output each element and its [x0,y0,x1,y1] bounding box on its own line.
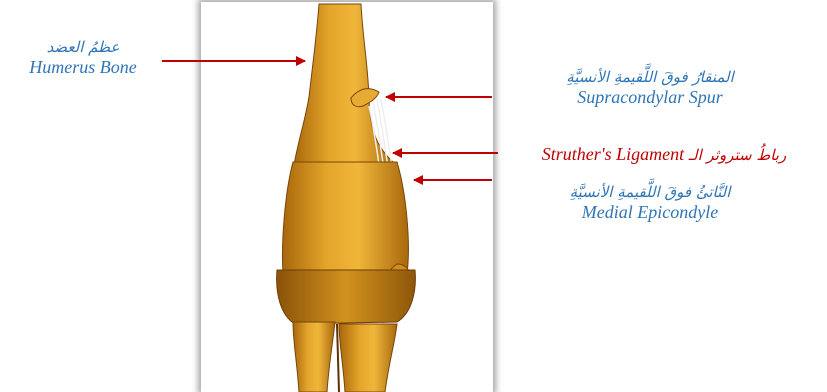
label-struthers-ligament: Struther's Ligament رباطُ ستروثر الـ [504,143,824,166]
ligament-arabic: رباطُ ستروثر الـ [689,146,787,164]
label-medial-epicondyle: النَّاتئُ فوقَ اللَّقيمةِ الأنسيَّةِ Med… [530,183,770,223]
label-humerus: عظمُ العضد Humerus Bone [8,38,158,78]
ligament-english: Struther's Ligament [542,144,684,164]
spur-arabic: المنقارُ فوقَ اللَّقيمةِ الأنسيَّةِ [530,68,770,86]
label-supracondylar-spur: المنقارُ فوقَ اللَّقيمةِ الأنسيَّةِ Supr… [530,68,770,108]
humerus-arabic: عظمُ العضد [8,38,158,56]
medial-arabic: النَّاتئُ فوقَ اللَّقيمةِ الأنسيَّةِ [530,183,770,201]
humerus-english: Humerus Bone [8,56,158,78]
medial-english: Medial Epicondyle [530,201,770,223]
spur-english: Supracondylar Spur [530,86,770,108]
